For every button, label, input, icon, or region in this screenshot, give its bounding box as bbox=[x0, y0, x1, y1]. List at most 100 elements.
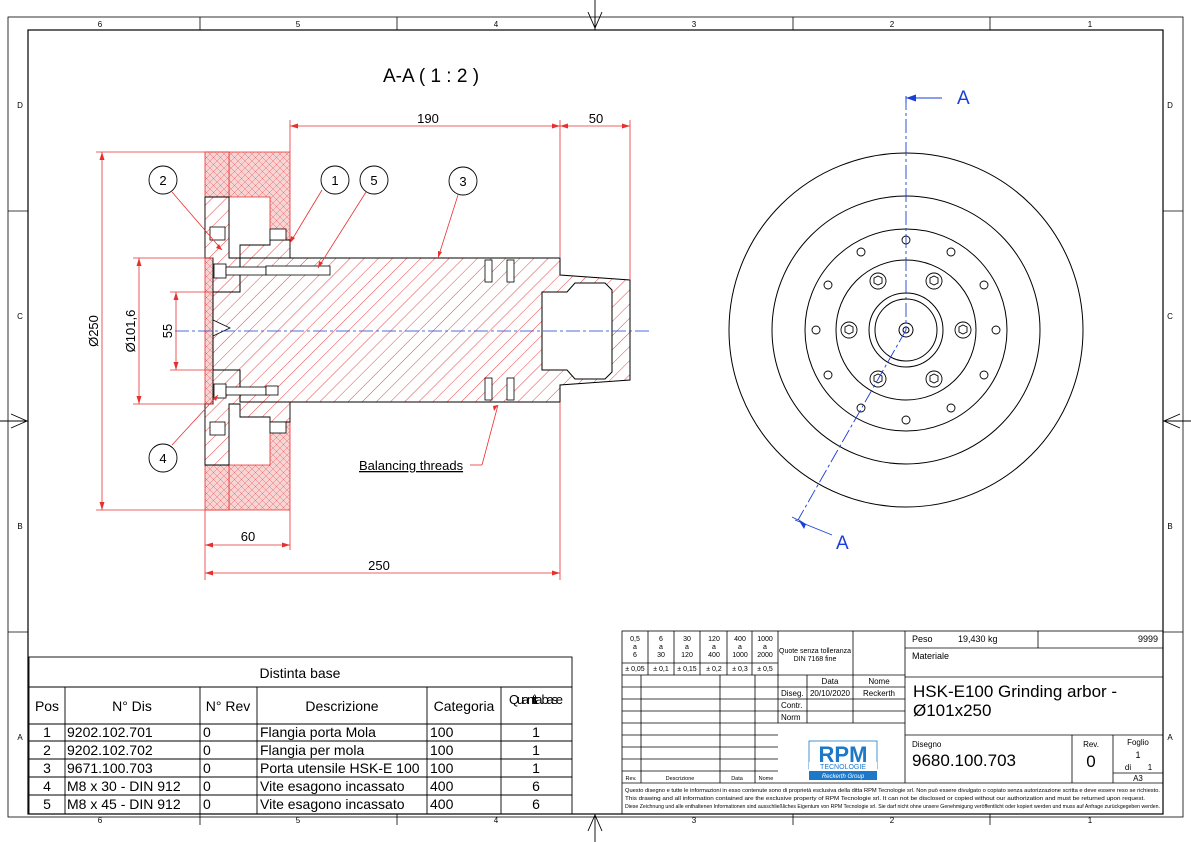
rev-value: 0 bbox=[1086, 752, 1095, 771]
rev-col-label: Data bbox=[731, 776, 744, 782]
tol-range: a bbox=[763, 644, 767, 651]
tol-range: 0,5 bbox=[630, 636, 640, 643]
section-cut-line bbox=[791, 96, 942, 536]
row-label: D bbox=[1167, 101, 1173, 110]
bom-cell: Porta utensile HSK-E 100 bbox=[260, 760, 420, 776]
di-value: 1 bbox=[1148, 763, 1153, 772]
balloon-leaders bbox=[171, 189, 499, 466]
di-label: di bbox=[1125, 763, 1131, 772]
balloon-5: 5 bbox=[370, 173, 377, 188]
tol-value: ± 0,1 bbox=[653, 666, 669, 673]
tol-range: 30 bbox=[657, 652, 665, 659]
tol-value: ± 0,5 bbox=[757, 666, 773, 673]
border-row-labels: D C B A D C B A bbox=[17, 101, 1173, 742]
dimension-60: 60 bbox=[241, 529, 255, 544]
section-view bbox=[175, 151, 650, 511]
tol-value: ± 0,3 bbox=[732, 666, 748, 673]
dimension-55: 55 bbox=[160, 324, 175, 338]
col-label: 6 bbox=[98, 816, 103, 825]
disclaimer-en: This drawing and all information contain… bbox=[625, 796, 1145, 802]
col-label: 4 bbox=[494, 20, 499, 29]
tol-value: ± 0,2 bbox=[706, 666, 722, 673]
tol-range: a bbox=[685, 644, 689, 651]
balloon-1: 1 bbox=[331, 173, 338, 188]
bom-header: Quantita base bbox=[509, 692, 563, 707]
dimension-dia250: Ø250 bbox=[86, 315, 101, 347]
bom-cell: 1 bbox=[532, 742, 540, 758]
balloon-labels: 1 2 3 4 5 bbox=[159, 173, 466, 466]
bom-cell: 100 bbox=[430, 742, 454, 758]
bom-header: Descrizione bbox=[305, 698, 378, 714]
bolt-holes bbox=[811, 235, 1001, 425]
bom-text: Distinta base Pos N° Dis N° Rev Descrizi… bbox=[35, 665, 563, 812]
col-label: 2 bbox=[890, 816, 895, 825]
disclaimer: Questo disegno e tutte le informazioni i… bbox=[625, 788, 1160, 810]
dimension-250: 250 bbox=[368, 558, 390, 573]
bom-cell: 2 bbox=[43, 742, 51, 758]
col-label: 1 bbox=[1088, 816, 1093, 825]
dimension-dia101: Ø101,6 bbox=[123, 310, 138, 353]
bom-table bbox=[28, 656, 573, 815]
tol-range: 6 bbox=[633, 652, 637, 659]
tol-note: Quote senza tolleranza bbox=[779, 648, 851, 655]
rev-label: Rev. bbox=[1083, 740, 1099, 749]
bom-cell: Vite esagono incassato bbox=[260, 778, 405, 794]
section-dimensions bbox=[96, 120, 631, 580]
data-label: Data bbox=[822, 677, 839, 686]
rev-col-label: Nome bbox=[759, 776, 774, 782]
tol-range: 400 bbox=[708, 652, 720, 659]
bom-header: N° Dis bbox=[112, 698, 152, 714]
foglio-value: 1 bbox=[1135, 750, 1140, 760]
bom-cell: 400 bbox=[430, 796, 454, 812]
foglio-label: Foglio bbox=[1127, 738, 1149, 747]
tol-value: ± 0,15 bbox=[677, 666, 697, 673]
diseg-name: Reckerth bbox=[863, 689, 895, 698]
bom-cell: 1 bbox=[532, 724, 540, 740]
bom-cell: Flangia porta Mola bbox=[260, 724, 376, 740]
bom-cell: M8 x 45 - DIN 912 bbox=[67, 796, 181, 812]
row-label: C bbox=[1167, 312, 1173, 321]
disclaimer-de: Diese Zeichnung und alle enthaltenen Inf… bbox=[625, 804, 1160, 810]
bom-cell: 6 bbox=[532, 796, 540, 812]
bom-cell: 0 bbox=[203, 724, 211, 740]
front-view bbox=[728, 152, 1084, 508]
tol-range: 400 bbox=[734, 636, 746, 643]
row-label: D bbox=[17, 101, 23, 110]
tol-range: 2000 bbox=[757, 652, 773, 659]
tol-range: a bbox=[712, 644, 716, 651]
contr-label: Contr. bbox=[781, 701, 802, 710]
materiale-label: Materiale bbox=[912, 651, 949, 661]
bom-cell: 0 bbox=[203, 742, 211, 758]
section-cut-arrows bbox=[798, 94, 916, 529]
diseg-date: 20/10/2020 bbox=[810, 689, 851, 698]
col-label: 1 bbox=[1088, 20, 1093, 29]
balloon-3: 3 bbox=[459, 174, 466, 189]
bom-cell: 9202.102.701 bbox=[67, 724, 153, 740]
border-column-labels: 6 5 4 3 2 1 6 5 4 3 2 1 bbox=[98, 20, 1093, 825]
disegno-value: 9680.100.703 bbox=[912, 751, 1016, 770]
dimension-190: 190 bbox=[417, 111, 439, 126]
bom-cell: 5 bbox=[43, 796, 51, 812]
bom-cell: 0 bbox=[203, 796, 211, 812]
bom-cell: 1 bbox=[43, 724, 51, 740]
tol-range: 1000 bbox=[757, 636, 773, 643]
col-label: 5 bbox=[296, 816, 301, 825]
tol-range: 120 bbox=[681, 652, 693, 659]
tol-range: a bbox=[738, 644, 742, 651]
bom-cell: Flangia per mola bbox=[260, 742, 364, 758]
tol-range: a bbox=[659, 644, 663, 651]
col-label: 6 bbox=[98, 20, 103, 29]
diseg-label: Diseg. bbox=[781, 689, 804, 698]
tol-range: 120 bbox=[708, 636, 720, 643]
rev-col-label: Rev. bbox=[626, 776, 637, 782]
bom-cell: 9671.100.703 bbox=[67, 760, 153, 776]
title-line-2: Ø101x250 bbox=[913, 701, 991, 720]
rev-col-label: Descrizione bbox=[666, 776, 695, 782]
bom-header: N° Rev bbox=[206, 698, 251, 714]
tool-holder-body bbox=[212, 257, 631, 403]
col-label: 2 bbox=[890, 20, 895, 29]
col-label: 4 bbox=[494, 816, 499, 825]
balancing-holes bbox=[484, 259, 515, 401]
logo-sub: TECNOLOGIE bbox=[820, 764, 866, 771]
